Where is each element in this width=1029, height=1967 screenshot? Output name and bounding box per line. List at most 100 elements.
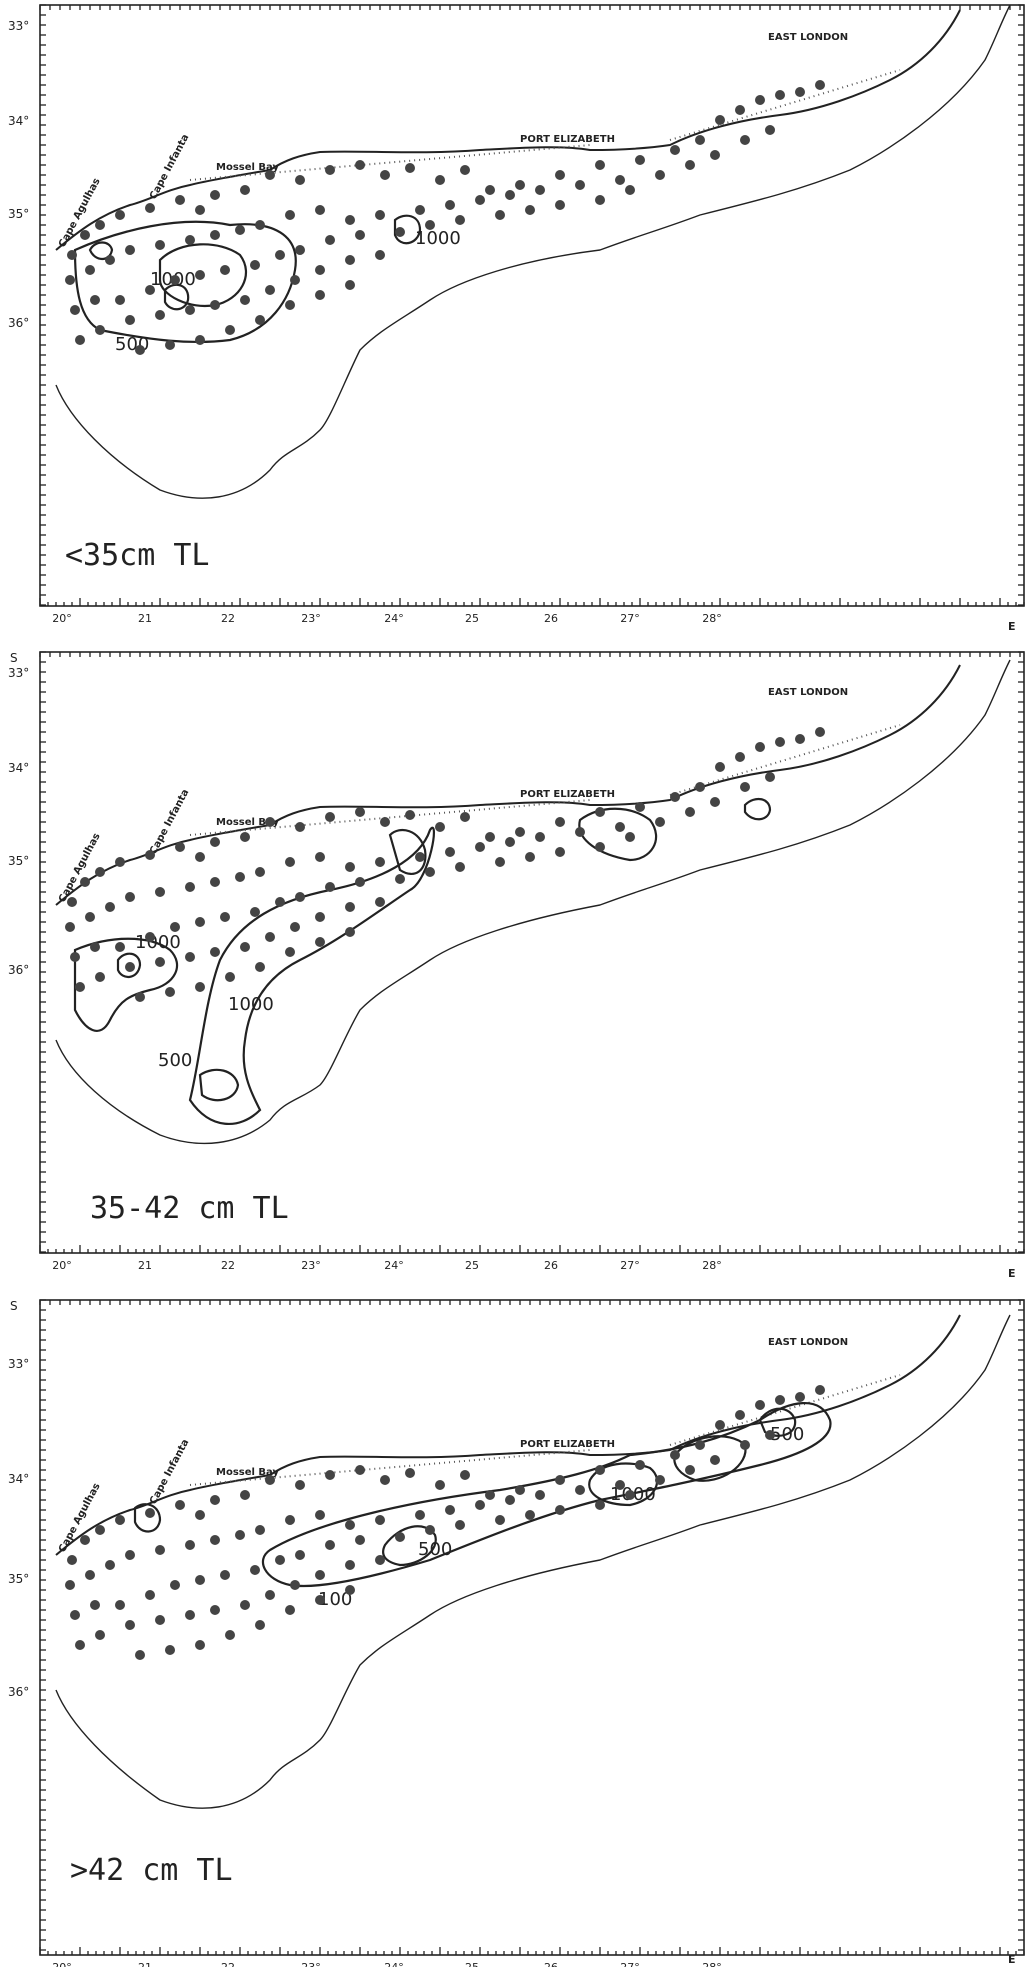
survey-station	[735, 752, 745, 762]
place-port-elizabeth: PORT ELIZABETH	[520, 1439, 615, 1450]
survey-station	[345, 1520, 355, 1530]
survey-station	[80, 877, 90, 887]
latitude-label: 35°	[8, 854, 29, 868]
latitude-label: 36°	[8, 1685, 29, 1699]
survey-station	[405, 1468, 415, 1478]
survey-station	[815, 80, 825, 90]
survey-station	[90, 295, 100, 305]
survey-station	[225, 972, 235, 982]
survey-station	[355, 160, 365, 170]
survey-station	[715, 1420, 725, 1430]
survey-station	[145, 285, 155, 295]
survey-station	[95, 972, 105, 982]
survey-station	[285, 300, 295, 310]
survey-station	[315, 1595, 325, 1605]
survey-station	[345, 927, 355, 937]
survey-station	[290, 922, 300, 932]
survey-station	[325, 882, 335, 892]
survey-station	[210, 1535, 220, 1545]
survey-station	[195, 270, 205, 280]
survey-station	[525, 1510, 535, 1520]
survey-station	[195, 205, 205, 215]
longitude-label: 25	[465, 1259, 479, 1272]
survey-station	[655, 170, 665, 180]
survey-station	[445, 200, 455, 210]
survey-station	[325, 812, 335, 822]
survey-station	[185, 1610, 195, 1620]
survey-station	[155, 1545, 165, 1555]
survey-station	[125, 1620, 135, 1630]
survey-station	[355, 230, 365, 240]
survey-station	[70, 1610, 80, 1620]
contour-line	[578, 807, 658, 862]
survey-station	[135, 1650, 145, 1660]
survey-station	[155, 1615, 165, 1625]
tick-marks	[39, 4, 1025, 606]
survey-station	[375, 897, 385, 907]
survey-station	[115, 295, 125, 305]
survey-station	[415, 852, 425, 862]
survey-station	[345, 1560, 355, 1570]
survey-station	[105, 1560, 115, 1570]
survey-station	[255, 867, 265, 877]
survey-station	[795, 734, 805, 744]
survey-station	[505, 190, 515, 200]
contour-line	[188, 826, 436, 1125]
survey-station	[250, 907, 260, 917]
survey-station	[795, 1392, 805, 1402]
survey-station	[435, 1480, 445, 1490]
latitude-label: 34°	[8, 761, 29, 775]
place-east-london: EAST LONDON	[768, 1337, 848, 1348]
longitude-label: 21	[138, 1961, 152, 1967]
contour-line	[116, 952, 142, 978]
longitude-label: 21	[138, 612, 152, 625]
survey-station	[135, 345, 145, 355]
survey-station	[165, 1645, 175, 1655]
survey-station	[405, 810, 415, 820]
survey-station	[255, 1620, 265, 1630]
survey-station	[325, 1540, 335, 1550]
coastline	[55, 664, 961, 906]
survey-station	[170, 275, 180, 285]
latitude-label: 35°	[8, 1572, 29, 1586]
survey-station	[75, 1640, 85, 1650]
place-cape-agulhas: Cape Agulhas	[57, 1481, 103, 1554]
survey-station	[635, 802, 645, 812]
contour-label: 100	[318, 1589, 352, 1610]
survey-station	[325, 1470, 335, 1480]
tick-marks	[39, 651, 1025, 1253]
survey-station	[555, 1475, 565, 1485]
survey-station	[535, 1490, 545, 1500]
survey-station	[375, 1555, 385, 1565]
survey-station	[710, 150, 720, 160]
survey-station	[185, 952, 195, 962]
contour-line	[673, 1435, 747, 1482]
contour-line	[158, 243, 247, 308]
survey-station	[65, 922, 75, 932]
survey-station	[265, 1475, 275, 1485]
survey-station	[315, 937, 325, 947]
survey-station	[375, 210, 385, 220]
survey-station	[345, 902, 355, 912]
survey-station	[265, 932, 275, 942]
survey-station	[685, 1465, 695, 1475]
survey-station	[285, 1605, 295, 1615]
survey-station	[595, 195, 605, 205]
survey-station	[710, 797, 720, 807]
survey-station	[670, 145, 680, 155]
longitude-label: 20°	[52, 1961, 72, 1967]
contour-line	[743, 797, 772, 821]
survey-station	[195, 852, 205, 862]
survey-station	[170, 1580, 180, 1590]
survey-station	[485, 832, 495, 842]
longitude-label: 22	[221, 1961, 235, 1967]
longitude-label: 25	[465, 612, 479, 625]
survey-station	[240, 942, 250, 952]
survey-station	[315, 290, 325, 300]
contour-line	[261, 1402, 832, 1588]
survey-station	[375, 1515, 385, 1525]
survey-station	[185, 235, 195, 245]
survey-station	[65, 275, 75, 285]
survey-station	[670, 792, 680, 802]
